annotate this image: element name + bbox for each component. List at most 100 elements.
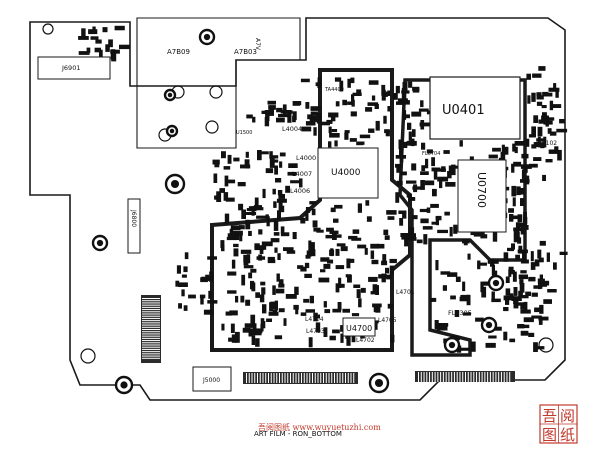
label-l4007: L4007 [292,170,312,178]
smd-part [183,266,188,273]
smd-part [412,186,422,190]
inductor-core [169,128,175,134]
smd-part [390,334,395,343]
smd-part [477,260,481,270]
connector-pin [453,372,455,382]
connector-pin [350,373,352,383]
mounting-hole [205,120,219,134]
smd-part [265,214,269,220]
smd-part [274,247,278,253]
connector-pin [142,355,160,357]
smd-part [102,27,108,33]
smd-part [245,151,249,158]
chip-u0700-label: U0700 [475,172,488,208]
smd-part [254,197,259,207]
connector-pin [347,373,349,383]
smd-part [421,165,426,171]
smd-part [280,226,285,234]
smd-part [462,281,466,292]
smd-part [248,329,253,337]
smd-part [412,129,416,137]
smd-part [375,120,380,131]
smd-part [241,209,246,219]
connector-pin [142,320,160,322]
smd-part [260,324,264,332]
smd-part [454,310,460,317]
smd-part [344,132,349,140]
smd-part [326,227,334,232]
smd-part [242,327,251,333]
smd-part [333,218,339,223]
smd-part [543,299,552,304]
smd-part [549,100,554,111]
smd-part [385,129,390,137]
smd-part [368,128,375,133]
smd-part [420,218,429,224]
smd-part [399,148,403,155]
smd-part [513,234,517,243]
smd-part [364,247,368,255]
chip-u4700-label: U4700 [346,324,372,333]
connector-pin [331,373,333,383]
smd-part [252,116,256,123]
smd-part [539,274,543,280]
smd-part [523,211,527,223]
smd-part [520,303,525,310]
smd-part [421,142,426,150]
connector-pin [268,373,269,383]
smd-part [288,163,298,168]
smd-part [442,285,447,291]
smd-part [554,146,559,152]
connector-pin [431,372,433,382]
connector-pin [353,373,355,383]
smd-part [434,320,439,330]
smd-part [337,302,342,311]
smd-part [244,323,255,328]
smd-part [184,252,189,260]
label-a7b03-v: A7V [254,38,261,51]
smd-part [238,203,244,211]
smd-part [420,180,425,190]
smd-part [419,208,428,213]
connector-pin [142,335,160,337]
smd-part [345,274,352,278]
smd-part [274,300,278,311]
smd-part [229,228,234,235]
smd-part [539,278,545,283]
label-l4004: L4004 [282,125,302,133]
smd-part [533,157,542,161]
connector-pin [426,372,428,382]
smd-part [396,180,403,186]
smd-part [518,274,528,280]
smd-part [283,247,294,251]
chip-u4700 [342,317,376,337]
smd-part [525,291,531,296]
smd-part [271,155,279,159]
smd-part [409,237,417,241]
smd-part [368,80,379,85]
connector-pin [142,331,160,333]
smd-part [385,267,390,274]
smd-part [280,232,290,237]
smd-part [509,338,516,343]
connector-pin [142,344,160,346]
smd-part [548,149,559,154]
smd-part [517,324,525,329]
smd-part [246,114,253,119]
smd-part [317,77,321,84]
smd-part [328,126,332,134]
smd-part [332,234,342,238]
smd-part [258,229,263,235]
smd-part [240,164,251,169]
smd-part [462,239,470,244]
connector-pin [467,372,469,382]
smd-part [514,302,525,306]
smd-part [522,251,527,259]
smd-part [547,289,557,293]
smd-part [520,198,525,206]
smd-part [278,201,283,212]
smd-part [258,254,263,261]
smd-part [320,121,330,126]
connector-pin [142,326,160,328]
